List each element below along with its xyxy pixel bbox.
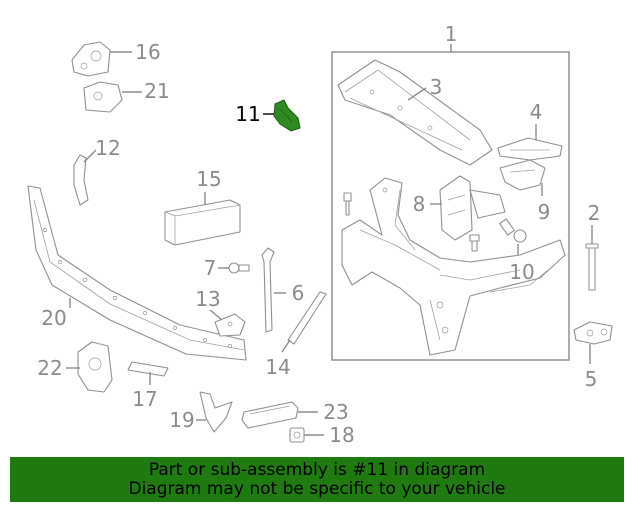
callout-6: 6 xyxy=(292,281,305,305)
callout-11: 11 xyxy=(235,102,260,126)
banner-line-2: Diagram may not be specific to your vehi… xyxy=(128,478,506,499)
info-banner: Part or sub-assembly is #11 in diagram D… xyxy=(10,457,624,502)
part-17-plate xyxy=(127,361,169,377)
part-20-reinforcement xyxy=(27,185,247,361)
callout-10: 10 xyxy=(509,260,534,284)
part-23-bracket xyxy=(241,401,299,429)
part-5-mount xyxy=(573,321,613,345)
part-6-rod xyxy=(261,247,275,333)
callout-12: 12 xyxy=(95,136,120,160)
callout-9: 9 xyxy=(538,200,551,224)
bolt-left xyxy=(343,192,352,216)
part-21-mount xyxy=(83,81,123,113)
part-12-bracket xyxy=(73,154,89,206)
part-3-upper-panel xyxy=(337,59,493,166)
parts-diagram: 1 2 3 4 5 6 7 8 9 10 11 12 13 14 15 16 1… xyxy=(27,22,613,447)
callout-2: 2 xyxy=(588,201,601,225)
callout-19: 19 xyxy=(169,408,194,432)
callout-18: 18 xyxy=(329,423,354,447)
callout-4: 4 xyxy=(530,100,543,124)
part-13-bracket xyxy=(214,313,246,337)
part-14-stay xyxy=(287,291,327,345)
callout-16: 16 xyxy=(135,40,160,64)
callout-3: 3 xyxy=(430,75,443,99)
part-1-radiator-support xyxy=(341,177,566,356)
part-22-bracket xyxy=(77,341,113,393)
part-15-absorber xyxy=(164,199,241,246)
part-9-bracket xyxy=(499,159,546,191)
part-10-bolt xyxy=(499,218,527,243)
callout-13: 13 xyxy=(195,287,220,311)
part-2-bolt xyxy=(585,243,599,291)
callout-23: 23 xyxy=(323,400,348,424)
banner-line-1: Part or sub-assembly is #11 in diagram xyxy=(148,459,486,480)
callout-8: 8 xyxy=(413,192,426,216)
callout-5: 5 xyxy=(585,367,598,391)
part-18-nut xyxy=(289,427,305,443)
callout-21: 21 xyxy=(144,79,169,103)
callout-1: 1 xyxy=(445,22,458,46)
callout-20: 20 xyxy=(41,306,66,330)
part-4-bracket xyxy=(497,137,563,161)
callout-22: 22 xyxy=(37,356,62,380)
part-11-bracket-highlighted xyxy=(273,99,301,132)
part-7-bolt xyxy=(228,262,250,274)
callout-14: 14 xyxy=(265,355,290,379)
callout-7: 7 xyxy=(204,256,217,280)
callout-15: 15 xyxy=(196,167,221,191)
part-8-bracket xyxy=(439,175,506,241)
callout-17: 17 xyxy=(132,387,157,411)
bolt-center xyxy=(469,234,480,252)
part-16-mount xyxy=(71,41,111,77)
part-19-bracket xyxy=(199,391,233,433)
